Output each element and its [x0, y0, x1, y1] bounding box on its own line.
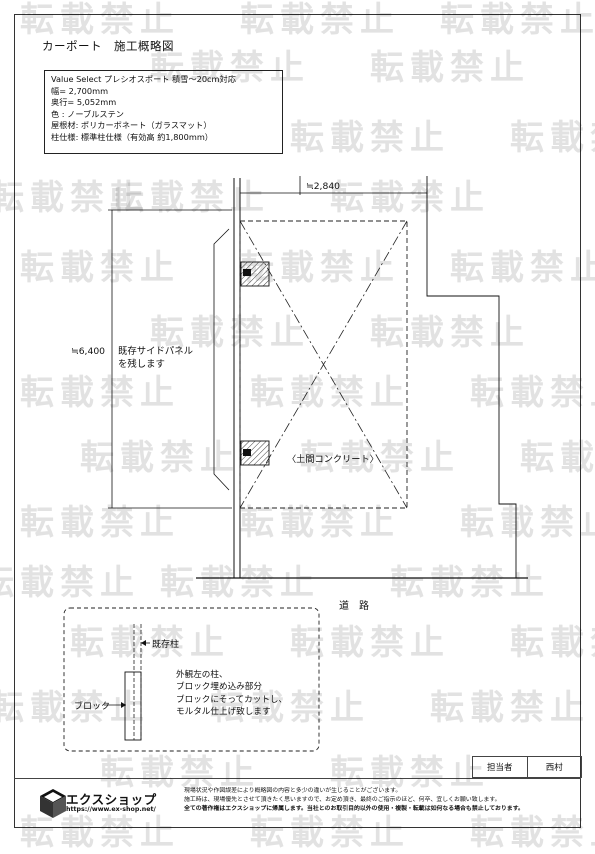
spec-line-product: Value Select プレシオスポート 積雪〜20cm対応 [51, 74, 236, 84]
detail-block [124, 671, 142, 741]
arrow-icon [121, 702, 126, 708]
disclaimer-line: 施工時は、現場優先とさせて頂きたく思いますので、お定め頂き、最終のご指示のほど、… [184, 797, 501, 804]
staff-name: 西村 [526, 757, 582, 777]
arrow-icon [141, 640, 146, 646]
detail-box [63, 607, 320, 752]
logo-text: エクスショップ [66, 792, 157, 807]
disclaimer-line: 全ての著作権はエクスショップに帰属します。当社とのお取引目的以外の使用・複製・転… [184, 806, 524, 813]
spec-box: Value Select プレシオスポート 積雪〜20cm対応 幅= 2,700… [44, 70, 283, 154]
detail-note: 外観左の柱、 ブロック埋め込み部分 ブロックにそってカットし、 モルタル仕上げ致… [176, 669, 287, 719]
logo-icon [40, 789, 66, 818]
disclaimer-line: 現場状況や作図誤差により概略図の内容と多少の違いが生じることがございます。 [184, 788, 402, 794]
spec-line-color: 色 : ノーブルステン [51, 108, 124, 119]
building-outline [426, 176, 517, 578]
dim-label-width: ≒2,840 [306, 181, 341, 192]
spec-line-depth: 奥行= 5,052mm [51, 97, 117, 108]
side-panel-label-line: 既存サイドパネル [118, 346, 194, 357]
road-label: 道 路 [339, 601, 369, 612]
disclaimer: 現場状況や作図誤差により概略図の内容と多少の違いが生じることがございます。 施工… [184, 787, 524, 815]
side-panel-bracket [213, 228, 230, 491]
dim-label-height: ≒6,400 [71, 346, 106, 357]
detail-note-line: 外観左の柱、 [176, 670, 228, 680]
logo-url[interactable]: https://www.ex-shop.net/ [66, 806, 156, 813]
page-title: カーポート 施工概略図 [42, 39, 174, 53]
page-frame [14, 14, 581, 828]
footer-divider [14, 778, 581, 779]
detail-note-line: ブロックにそってカットし、 [176, 694, 288, 705]
concrete-label: 〈土間コンクリート〉 [287, 454, 379, 465]
side-panel-label-line: を残します [118, 359, 165, 370]
existing-post-label: 既存柱 [152, 640, 180, 650]
side-panel-label: 既存サイドパネル を残します [118, 345, 193, 371]
post-anchor [243, 449, 251, 456]
detail-note-line: ブロック埋め込み部分 [176, 682, 262, 693]
staff-table: 担当者 西村 [472, 756, 582, 778]
detail-note-line: モルタル仕上げ致します [176, 707, 271, 718]
block-label: ブロック [74, 702, 111, 712]
carport-outline [239, 220, 408, 509]
spec-line-width: 幅= 2,700mm [51, 85, 109, 96]
staff-label: 担当者 [486, 763, 513, 773]
post-anchor [243, 269, 251, 276]
spec-line-post: 柱仕様: 標準柱仕様（有効高 約1,800mm） [51, 131, 213, 142]
spec-line-roof: 屋根材: ポリカーボネート（ガラスマット） [51, 120, 212, 131]
